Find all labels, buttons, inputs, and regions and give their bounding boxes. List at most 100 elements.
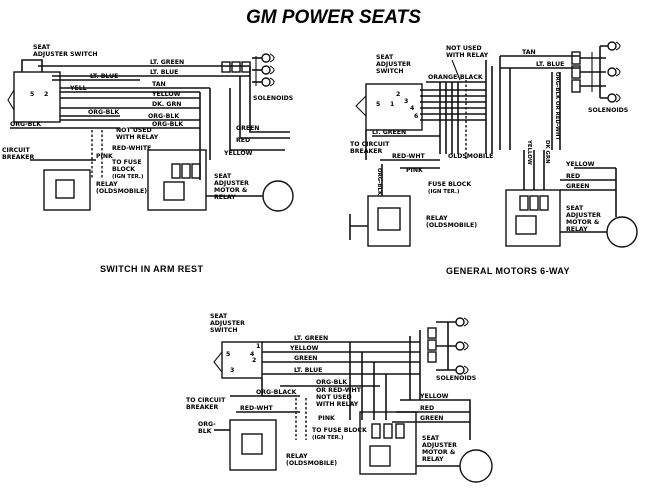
wire-a-yellow-2: YELLOW xyxy=(223,150,253,157)
switch-num-b-2: 2 xyxy=(396,91,400,98)
circuit-breaker-b-1: TO CIRCUIT xyxy=(350,141,390,148)
wire-c-yellow: YELLOW xyxy=(289,345,319,352)
motor-b xyxy=(606,216,638,248)
fuse-block-b-1: FUSE BLOCK xyxy=(428,181,471,188)
wire-b-lt-green: LT. GREEN xyxy=(372,129,406,136)
to-fuse-a-2: BLOCK xyxy=(112,166,135,173)
switch-num-b-4: 4 xyxy=(410,105,415,112)
to-fuse-c-1: TO FUSE BLOCK xyxy=(312,427,367,434)
motor-label-c-1: SEAT xyxy=(422,435,440,442)
seat-adjuster-switch-a xyxy=(13,71,61,123)
wire-a-lt-blue: LT. BLUE xyxy=(90,73,118,80)
wire-c-lt-blue: LT. BLUE xyxy=(294,367,322,374)
switch-num-b-1: 1 xyxy=(390,101,394,108)
solenoids-c xyxy=(455,317,469,375)
wire-b-orange-black: ORANGE-BLACK xyxy=(428,74,483,81)
motor-label-b-2: ADJUSTER xyxy=(566,212,601,219)
circuit-breaker-b-2: BREAKER xyxy=(350,148,383,155)
seat-switch-label-c-3: SWITCH xyxy=(210,327,238,334)
wire-a-org-blk-1: ORG-BLK xyxy=(88,109,119,116)
switch-num-a-5: 5 xyxy=(30,91,34,98)
wire-b-yellow: YELLOW xyxy=(565,161,595,168)
seat-switch-label-a-1: SEAT xyxy=(33,44,51,51)
switch-num-b-3: 3 xyxy=(404,98,408,105)
org-blk-c-2: BLK xyxy=(198,428,212,435)
motor-label-a-4: RELAY xyxy=(214,194,236,201)
circuit-breaker-a-1: CIRCUIT xyxy=(2,147,30,154)
wire-a-org-blk-3: ORG-BLK xyxy=(148,113,179,120)
org-blk-c-1: ORG- xyxy=(198,421,216,428)
not-used-b-2: WITH RELAY xyxy=(446,52,489,59)
oldsmobile-b: OLDSMOBILE xyxy=(448,153,493,160)
motor-label-c-3: MOTOR & xyxy=(422,449,456,456)
wire-a-tan: TAN xyxy=(152,81,166,88)
not-used-a-1: NOT USED xyxy=(116,127,152,134)
page-title: GM POWER SEATS xyxy=(246,7,421,28)
wire-a-lt-green: LT. GREEN xyxy=(150,59,184,66)
wire-a-dk-grn: DK. GRN xyxy=(152,101,181,108)
relay-a xyxy=(43,169,91,211)
motor-label-c-4: RELAY xyxy=(422,456,444,463)
wire-a-org-blk-4: ORG-BLK xyxy=(152,121,183,128)
not-used-c-2: NOT USED xyxy=(316,394,352,401)
circuit-breaker-c-2: BREAKER xyxy=(186,404,219,411)
motor-label-a-3: MOTOR & xyxy=(214,187,248,194)
seat-adjuster-motor-a xyxy=(147,149,207,211)
switch-num-b-6: 6 xyxy=(414,113,418,120)
motor-label-a-2: ADJUSTER xyxy=(214,180,249,187)
wire-b-tan: TAN xyxy=(522,49,536,56)
wire-c-green-2: GREEN xyxy=(420,415,443,422)
pink-c: PINK xyxy=(318,415,335,422)
switch-num-c-1: 1 xyxy=(256,343,260,350)
caption-switch-in-arm-rest: SWITCH IN ARM REST xyxy=(100,264,203,274)
seat-adjuster-motor-c xyxy=(359,411,417,475)
solenoids-b xyxy=(599,41,621,103)
relay-label-b-1: RELAY xyxy=(426,215,448,222)
wire-a-yellow: YELLOW xyxy=(151,91,181,98)
seat-switch-label-b-3: SWITCH xyxy=(376,68,404,75)
wire-b-lt-blue: LT. BLUE xyxy=(536,61,564,68)
pink-a: PINK xyxy=(96,153,113,160)
wire-a-green: GREEN xyxy=(236,125,259,132)
not-used-b-1: NOT USED xyxy=(446,45,482,52)
wire-b-red-wht: RED-WHT xyxy=(392,153,426,160)
not-used-c-3: WITH RELAY xyxy=(316,401,359,408)
wire-c-green: GREEN xyxy=(294,355,317,362)
circuit-breaker-a-2: BREAKER xyxy=(2,154,35,161)
motor-label-b-4: RELAY xyxy=(566,226,588,233)
switch-num-c-2: 2 xyxy=(252,357,256,364)
wire-b-dk-grn: DK GRN xyxy=(544,140,550,164)
wire-a-org-blk-2: ORG-BLK xyxy=(10,121,41,128)
wire-c-red: RED xyxy=(420,405,434,412)
wire-a-lt-blue-right: LT. BLUE xyxy=(150,69,178,76)
caption-general-motors-6-way: GENERAL MOTORS 6-WAY xyxy=(446,266,570,276)
wire-b-pink: PINK xyxy=(406,167,423,174)
motor-label-b-3: MOTOR & xyxy=(566,219,600,226)
seat-switch-label-c-1: SEAT xyxy=(210,313,228,320)
solenoids-label-c: SOLENOIDS xyxy=(436,375,476,382)
to-fuse-c-2: (IGN TER.) xyxy=(312,435,343,441)
relay-label-a-2: (OLDSMOBILE) xyxy=(96,188,147,195)
seat-adjuster-switch-c xyxy=(221,341,263,379)
red-white-a: RED-WHITE xyxy=(112,145,151,152)
motor-a xyxy=(262,180,294,212)
solenoids-label-b: SOLENOIDS xyxy=(588,107,628,114)
fuse-block-b-2: (IGN TER.) xyxy=(428,189,459,195)
circuit-breaker-c-1: TO CIRCUIT xyxy=(186,397,226,404)
seat-adjuster-switch-b xyxy=(365,83,423,131)
wire-b-org-blk: ORG-BLK xyxy=(376,168,382,196)
motor-label-c-2: ADJUSTER xyxy=(422,442,457,449)
seat-switch-label-b-2: ADJUSTER xyxy=(376,61,411,68)
wire-c-red-wht: RED-WHT xyxy=(240,405,274,412)
wire-a-red: RED xyxy=(236,137,250,144)
wire-b-green: GREEN xyxy=(566,183,589,190)
seat-switch-label-c-2: ADJUSTER xyxy=(210,320,245,327)
switch-num-b-5: 5 xyxy=(376,101,380,108)
to-fuse-a-1: TO FUSE xyxy=(112,159,142,166)
wire-c-org-black: ORG-BLACK xyxy=(256,389,297,396)
wire-c-yellow-2: YELLOW xyxy=(419,393,449,400)
relay-b xyxy=(367,195,411,247)
relay-label-b-2: (OLDSMOBILE) xyxy=(426,222,477,229)
switch-num-c-4: 4 xyxy=(250,351,255,358)
